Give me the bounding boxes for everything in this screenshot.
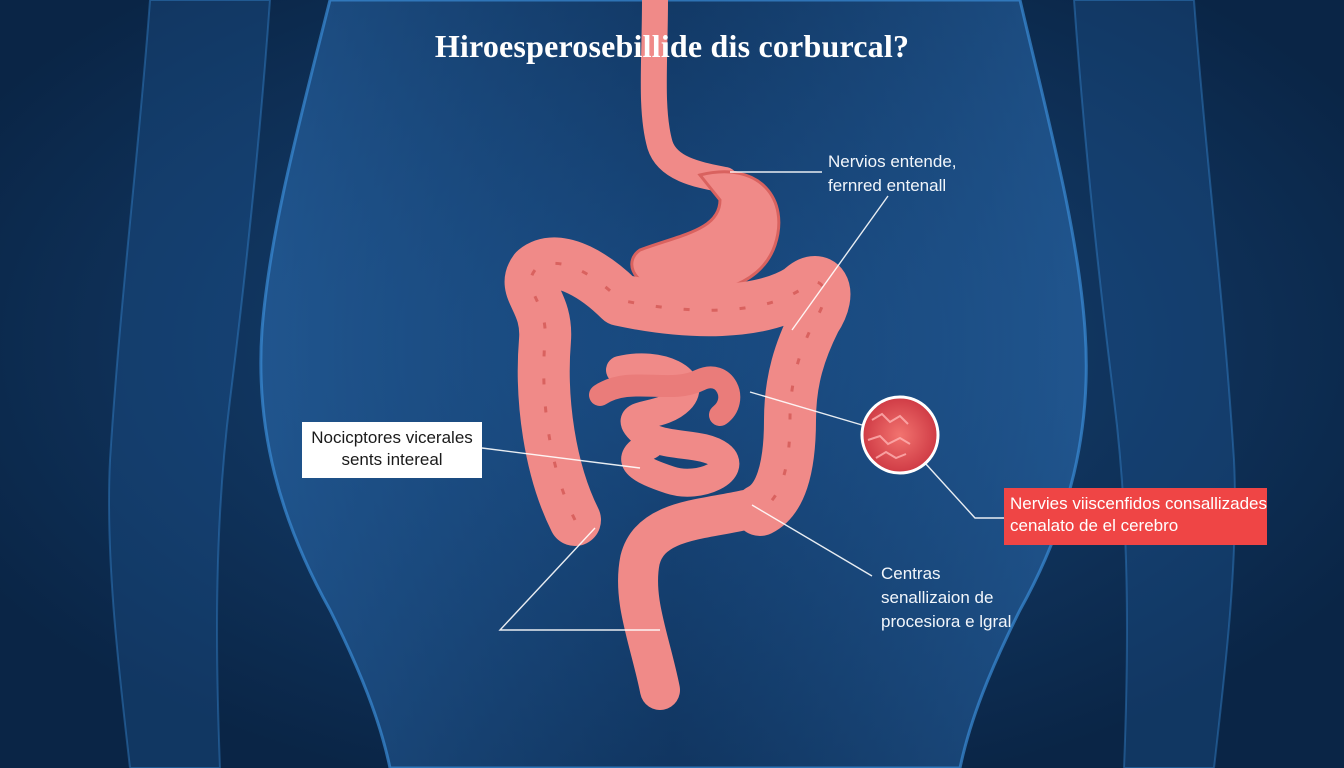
large-intestine — [504, 237, 851, 546]
rectum — [618, 490, 765, 710]
diagram-title: Hiroesperosebillide dis corburcal? — [434, 28, 910, 64]
callout-line-bottom-left — [498, 527, 660, 631]
label-box-visceral-nerves-line-2: cenalato de el cerebro — [1010, 516, 1179, 535]
esophagus — [640, 0, 738, 193]
cell-texture — [867, 412, 911, 460]
label-box-visceral-nerves: Nervies viiscenfidos consallizades cenal… — [1004, 488, 1267, 545]
label-bottom-right-line-2: senallizaion de — [881, 588, 994, 607]
callout-line-bottom-right — [751, 504, 873, 577]
label-box-nociceptors-line-2: sents intereal — [341, 450, 443, 469]
callout-lines — [481, 171, 1004, 631]
label-top-right: Nervios entende, fernred entenall — [828, 150, 957, 198]
label-box-visceral-nerves-line-1: Nervies viiscenfidos consallizades — [1010, 494, 1268, 513]
label-bottom-right-line-1: Centras — [881, 564, 941, 583]
callout-line-left-box — [481, 447, 641, 469]
cell-detail-circle — [860, 395, 940, 475]
callout-line-red-box — [924, 462, 1004, 519]
callout-line-top-right — [791, 195, 889, 331]
small-intestine-2 — [589, 366, 741, 426]
callout-line-cell — [749, 391, 863, 426]
label-top-right-line-2: fernred entenall — [828, 176, 947, 195]
label-top-right-line-1: Nervios entende, — [828, 152, 957, 171]
label-box-nociceptors: Nocicptores vicerales sents intereal — [302, 422, 482, 478]
label-bottom-right-line-3: procesiora e lgral — [881, 612, 1012, 631]
label-bottom-right: Centras senallizaion de procesiora e lgr… — [881, 562, 1011, 634]
label-box-nociceptors-line-1: Nocicptores vicerales — [311, 428, 473, 447]
